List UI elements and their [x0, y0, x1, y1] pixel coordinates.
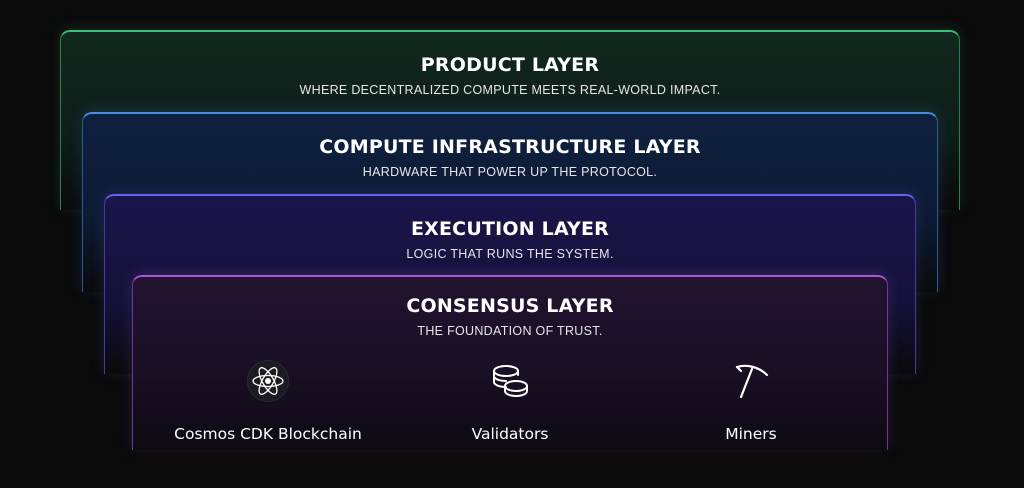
component-validators: Validators [400, 359, 620, 443]
pickaxe-icon [729, 359, 773, 403]
compute-layer-title: COMPUTE INFRASTRUCTURE LAYER [319, 136, 701, 158]
compute-layer-subtitle: HARDWARE THAT POWER UP THE PROTOCOL. [362, 165, 658, 179]
cosmos-label: Cosmos CDK Blockchain [174, 425, 362, 443]
execution-layer-title: EXECUTION LAYER [410, 218, 610, 240]
consensus-components: Cosmos CDK Blockchain [133, 359, 887, 449]
coin-stack-icon [488, 359, 532, 403]
consensus-layer-title: CONSENSUS LAYER [406, 295, 614, 317]
product-layer-title: PRODUCT LAYER [420, 54, 600, 76]
cosmos-atom-icon [246, 359, 290, 403]
validators-label: Validators [471, 425, 549, 443]
execution-layer-subtitle: LOGIC THAT RUNS THE SYSTEM. [406, 247, 614, 261]
consensus-layer-subtitle: THE FOUNDATION OF TRUST. [417, 324, 603, 338]
component-miners: Miners [641, 359, 861, 443]
miners-label: Miners [725, 425, 777, 443]
component-cosmos: Cosmos CDK Blockchain [158, 359, 378, 443]
consensus-layer-card: CONSENSUS LAYER THE FOUNDATION OF TRUST.… [132, 275, 888, 450]
product-layer-subtitle: WHERE DECENTRALIZED COMPUTE MEETS REAL-W… [299, 83, 721, 97]
